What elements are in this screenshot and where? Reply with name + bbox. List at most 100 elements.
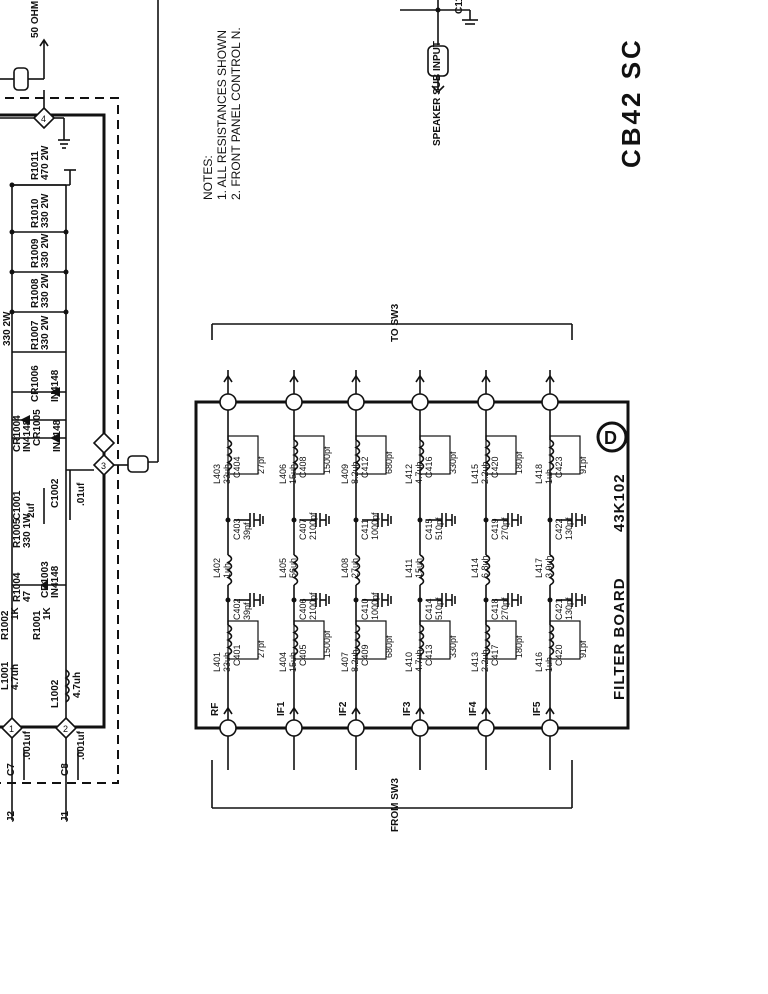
- inductor-value: 2.2uh: [480, 649, 490, 672]
- c1001-value: 2uf: [26, 502, 37, 518]
- logo-letter: D: [604, 428, 617, 448]
- capacitor-value: 91pf: [578, 640, 588, 658]
- dashed-shield-enclosure: [0, 97, 119, 784]
- r1007-value: 330 2W: [40, 315, 51, 350]
- band-label: RF: [210, 703, 221, 716]
- junction-dot: [483, 597, 489, 603]
- j1-label: J1: [60, 810, 71, 822]
- signal-arrow: [289, 374, 299, 383]
- junction-dot: [291, 597, 297, 603]
- capacitor-value: 1000pf: [370, 512, 380, 540]
- capacitor-label: C415: [424, 518, 434, 540]
- l1001-value: 4.7uh: [10, 664, 21, 690]
- capacitor-label: C413: [424, 644, 434, 666]
- band-label: IF3: [402, 701, 413, 716]
- inductor-value: 1uh: [222, 563, 232, 578]
- svg-text:1: 1: [9, 724, 14, 734]
- signal-arrow: [481, 374, 491, 383]
- band-label: IF2: [338, 701, 349, 716]
- capacitor-label: C412: [360, 456, 370, 478]
- tank-loop: [227, 435, 259, 475]
- inductor-value: 15uh: [288, 464, 298, 484]
- inductor-label: L401: [212, 652, 222, 672]
- junction-dot: [547, 597, 553, 603]
- j2-label: J2: [6, 810, 17, 822]
- inductor-label: L403: [212, 464, 222, 484]
- tank-loop: [227, 620, 259, 660]
- capacitor-label: C417: [490, 644, 500, 666]
- inductor-label: L418: [534, 464, 544, 484]
- speaker-sub-input-section: C11 SPEAKER SUB INPUT: [400, 0, 478, 146]
- capacitor-label: C419: [490, 518, 500, 540]
- capacitor-value: 1000pf: [370, 592, 380, 620]
- inductor-coil: [354, 554, 361, 586]
- inductor-label: L410: [404, 652, 414, 672]
- diode-cluster: [12, 387, 66, 590]
- c8-value: .001uf: [76, 730, 87, 760]
- r1001-value: 1K: [42, 606, 53, 620]
- terminal-pad: [219, 719, 237, 737]
- coax-connector-input: [0, 38, 49, 91]
- capacitor-label: C407: [298, 518, 308, 540]
- junction-dot: [225, 517, 231, 523]
- capacitor-value: 39pf: [242, 522, 252, 540]
- junction-dot: [547, 517, 553, 523]
- inductor-coil: [226, 554, 233, 586]
- inductor-value: 33uh: [222, 464, 232, 484]
- cr1004-label: CR1004: [12, 415, 23, 452]
- r1005-label: R1005: [12, 518, 23, 548]
- l1001-label: L1001: [0, 661, 11, 690]
- board-number-label: 43K102: [611, 473, 628, 532]
- terminal-pad: [285, 393, 303, 411]
- r1011-value: 470 2W: [40, 145, 51, 180]
- schematic-title: CB42 SC: [616, 37, 646, 168]
- r1009-label: R1009: [30, 238, 41, 268]
- tank-loop: [549, 620, 581, 660]
- signal-arrow: [545, 374, 555, 383]
- cr1005-value: IN4148: [52, 419, 63, 452]
- cr1006-label: CR1006: [30, 365, 41, 402]
- capacitor-value: 91pf: [578, 456, 588, 474]
- r1008-value: 330 2W: [40, 273, 51, 308]
- inductor-coil: [484, 554, 491, 586]
- signal-arrow: [351, 374, 361, 383]
- capacitor-label: C422: [554, 518, 564, 540]
- capacitor-label: C403: [232, 518, 242, 540]
- inductor-label: L406: [278, 464, 288, 484]
- junction-dot: [353, 597, 359, 603]
- inductor-value: 8.2uh: [350, 461, 360, 484]
- speaker-sub-input-label: SPEAKER SUB INPUT: [432, 41, 443, 146]
- notes-block: NOTES: 1. ALL RESISTANCES SHOWN 2. FRONT…: [201, 27, 243, 200]
- cr1006-value: IN4148: [50, 369, 61, 402]
- r1002-value: 1K: [10, 606, 21, 620]
- capacitor-value: 510pf: [434, 597, 444, 620]
- input-protection-section: 50 OHM INPUT 4 3 1 2: [0, 0, 159, 822]
- signal-arrow: [223, 374, 233, 383]
- cr1003-label: CR1003: [40, 561, 51, 598]
- inductor-label: L416: [534, 652, 544, 672]
- tank-loop: [293, 435, 325, 475]
- terminal-4: 4: [32, 106, 56, 130]
- r1006-value: 330 2W: [2, 311, 13, 346]
- capacitor-label: C404: [232, 456, 242, 478]
- junction-dot: [417, 517, 423, 523]
- capacitor-label: C406: [298, 598, 308, 620]
- capacitor-label: C409: [360, 644, 370, 666]
- r1004-label: R1004: [12, 572, 23, 602]
- r1010-value: 330 2W: [40, 193, 51, 228]
- terminal-3: 3: [92, 453, 116, 477]
- note-line-1: 1. ALL RESISTANCES SHOWN: [215, 30, 229, 200]
- terminal-pad: [347, 719, 365, 737]
- tank-loop: [355, 435, 387, 475]
- capacitor-label: C420: [554, 644, 564, 666]
- capacitor-label: C411: [360, 519, 370, 540]
- terminal-pad: [219, 393, 237, 411]
- capacitor-value: 270pf: [500, 517, 510, 540]
- input-50ohm-label: 50 OHM INPUT: [30, 0, 41, 38]
- manufacturer-logo: D: [596, 421, 628, 453]
- capacitor-label: C405: [298, 644, 308, 666]
- terminal-2: 2: [54, 716, 78, 740]
